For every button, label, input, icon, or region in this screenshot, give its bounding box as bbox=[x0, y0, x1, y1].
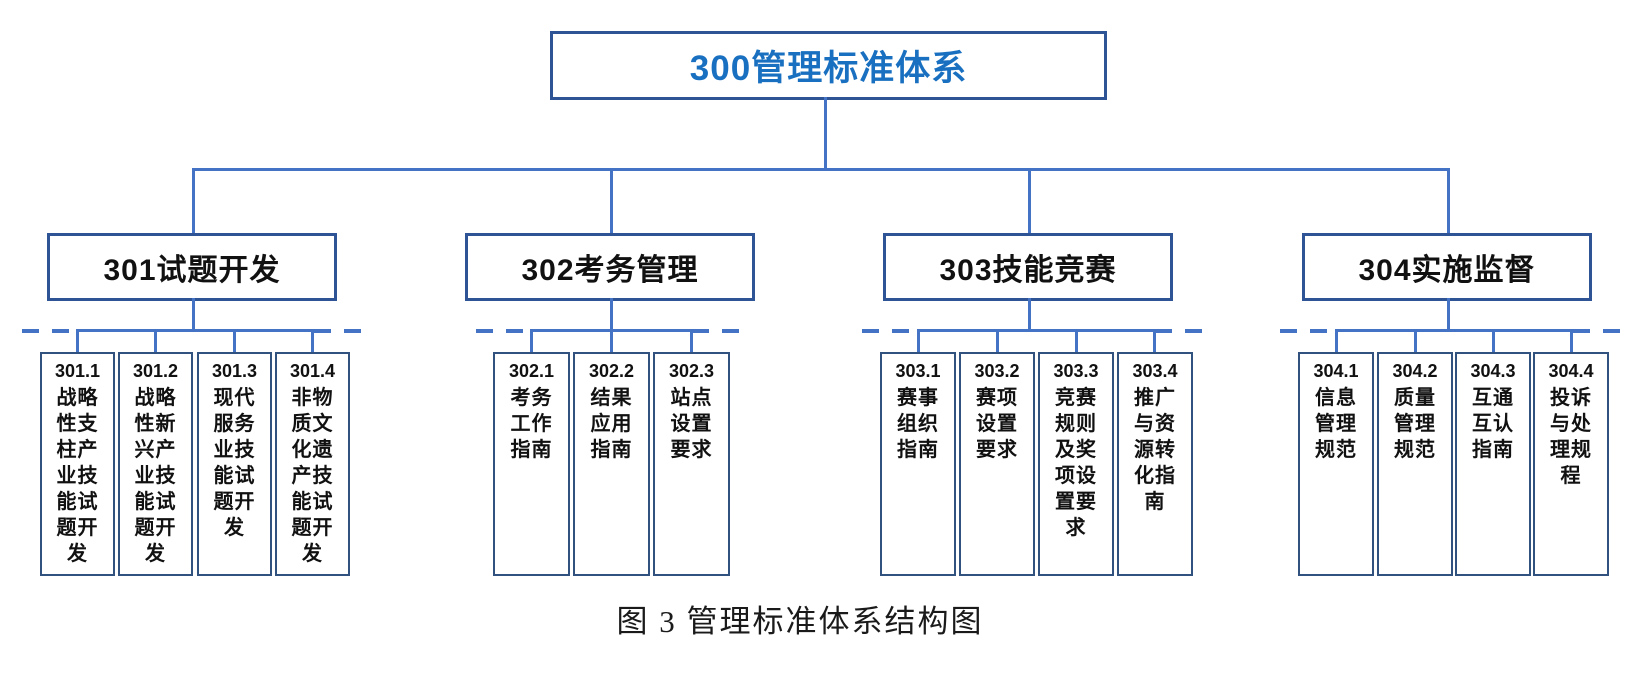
connector-301-dash-left bbox=[22, 329, 77, 333]
node-302-3: 302.3 站点设置要求 bbox=[653, 352, 730, 576]
connector-302-leaf-stub bbox=[530, 329, 533, 353]
connector-304-down bbox=[1447, 298, 1450, 330]
leaf-label: 战略性新兴产业技能试题开发 bbox=[134, 386, 177, 565]
leaf-code: 303.3 bbox=[1053, 361, 1099, 381]
node-303-4: 303.4 推广与资源转化指南 bbox=[1117, 352, 1193, 576]
connector-304-dash-right bbox=[1573, 329, 1628, 333]
leaf-label: 互通互认指南 bbox=[1472, 386, 1514, 461]
connector-304-leaf-stub bbox=[1492, 329, 1495, 353]
leaf-label: 现代服务业技能试题开发 bbox=[213, 386, 256, 539]
leaf-code: 303.1 bbox=[895, 361, 941, 381]
node-302-2: 302.2 结果应用指南 bbox=[573, 352, 650, 576]
leaf-label: 非物质文化遗产技能试题开发 bbox=[291, 386, 334, 565]
node-300-label: 300管理标准体系 bbox=[689, 49, 968, 88]
node-302-1: 302.1 考务工作指南 bbox=[493, 352, 570, 576]
node-303-2: 303.2 赛项设置要求 bbox=[959, 352, 1035, 576]
node-301-3: 301.3 现代服务业技能试题开发 bbox=[197, 352, 272, 576]
leaf-code: 301.4 bbox=[289, 361, 336, 381]
connector-302-down bbox=[610, 298, 613, 330]
node-304-2: 304.2 质量管理规范 bbox=[1377, 352, 1453, 576]
node-304: 304实施监督 bbox=[1302, 233, 1592, 301]
leaf-label: 考务工作指南 bbox=[510, 386, 553, 461]
leaf-label: 竞赛规则及奖项设置要求 bbox=[1055, 386, 1097, 539]
leaf-code: 303.4 bbox=[1132, 361, 1178, 381]
connector-304-leaf-stub bbox=[1414, 329, 1417, 353]
connector-303-leaf-stub bbox=[1075, 329, 1078, 353]
connector-301-hline bbox=[76, 329, 314, 332]
node-301: 301试题开发 bbox=[47, 233, 337, 301]
connector-main-hline bbox=[192, 168, 1450, 171]
connector-301-leaf-stub bbox=[154, 329, 157, 353]
connector-stub-304 bbox=[1447, 168, 1450, 233]
node-301-label: 301试题开发 bbox=[103, 254, 281, 287]
node-304-1: 304.1 信息管理规范 bbox=[1298, 352, 1374, 576]
leaf-label: 站点设置要求 bbox=[670, 386, 713, 461]
node-303-1: 303.1 赛事组织指南 bbox=[880, 352, 956, 576]
leaf-code: 304.3 bbox=[1470, 361, 1516, 381]
leaf-code: 302.2 bbox=[588, 361, 635, 381]
connector-301-down bbox=[192, 298, 195, 330]
connector-303-leaf-stub bbox=[996, 329, 999, 353]
node-300-root: 300管理标准体系 bbox=[550, 31, 1107, 100]
leaf-label: 推广与资源转化指南 bbox=[1134, 386, 1176, 513]
connector-303-hline bbox=[917, 329, 1155, 332]
connector-301-leaf-stub bbox=[76, 329, 79, 353]
connector-304-leaf-stub bbox=[1335, 329, 1338, 353]
connector-stub-301 bbox=[192, 168, 195, 233]
connector-303-dash-left bbox=[862, 329, 917, 333]
leaf-code: 301.1 bbox=[54, 361, 101, 381]
connector-301-dash-right bbox=[314, 329, 369, 333]
leaf-code: 301.2 bbox=[132, 361, 179, 381]
leaf-code: 304.1 bbox=[1313, 361, 1359, 381]
leaf-label: 信息管理规范 bbox=[1315, 386, 1357, 461]
node-303-label: 303技能竞赛 bbox=[939, 254, 1117, 287]
node-301-4: 301.4 非物质文化遗产技能试题开发 bbox=[275, 352, 350, 576]
leaf-label: 战略性支柱产业技能试题开发 bbox=[56, 386, 99, 565]
leaf-code: 302.1 bbox=[508, 361, 555, 381]
leaf-label: 结果应用指南 bbox=[590, 386, 633, 461]
leaf-label: 赛项设置要求 bbox=[976, 386, 1018, 461]
connector-302-dash-left bbox=[476, 329, 531, 333]
node-302: 302考务管理 bbox=[465, 233, 755, 301]
node-303: 303技能竞赛 bbox=[883, 233, 1173, 301]
node-304-4: 304.4 投诉与处理规程 bbox=[1533, 352, 1609, 576]
node-303-3: 303.3 竞赛规则及奖项设置要求 bbox=[1038, 352, 1114, 576]
leaf-label: 赛事组织指南 bbox=[897, 386, 939, 461]
connector-stub-302 bbox=[610, 168, 613, 233]
node-301-2: 301.2 战略性新兴产业技能试题开发 bbox=[118, 352, 193, 576]
leaf-code: 304.4 bbox=[1548, 361, 1594, 381]
leaf-code: 302.3 bbox=[668, 361, 715, 381]
leaf-label: 投诉与处理规程 bbox=[1550, 386, 1592, 487]
leaf-code: 303.2 bbox=[974, 361, 1020, 381]
connector-303-down bbox=[1028, 298, 1031, 330]
connector-302-dash-right bbox=[692, 329, 747, 333]
figure-caption: 图 3 管理标准体系结构图 bbox=[616, 604, 984, 639]
connector-303-dash-right bbox=[1155, 329, 1210, 333]
connector-stub-303 bbox=[1028, 168, 1031, 233]
connector-304-leaf-stub bbox=[1570, 329, 1573, 353]
node-301-1: 301.1 战略性支柱产业技能试题开发 bbox=[40, 352, 115, 576]
connector-302-leaf-stub bbox=[690, 329, 693, 353]
node-304-3: 304.3 互通互认指南 bbox=[1455, 352, 1531, 576]
connector-304-hline bbox=[1335, 329, 1573, 332]
connector-301-leaf-stub bbox=[311, 329, 314, 353]
connector-304-dash-left bbox=[1280, 329, 1335, 333]
connector-303-leaf-stub bbox=[917, 329, 920, 353]
node-302-label: 302考务管理 bbox=[521, 254, 699, 287]
leaf-label: 质量管理规范 bbox=[1394, 386, 1436, 461]
leaf-code: 301.3 bbox=[211, 361, 258, 381]
connector-301-leaf-stub bbox=[233, 329, 236, 353]
connector-302-leaf-stub bbox=[610, 329, 613, 353]
connector-root-stub bbox=[824, 97, 827, 168]
node-304-label: 304实施监督 bbox=[1358, 254, 1536, 287]
connector-303-leaf-stub bbox=[1153, 329, 1156, 353]
leaf-code: 304.2 bbox=[1392, 361, 1438, 381]
